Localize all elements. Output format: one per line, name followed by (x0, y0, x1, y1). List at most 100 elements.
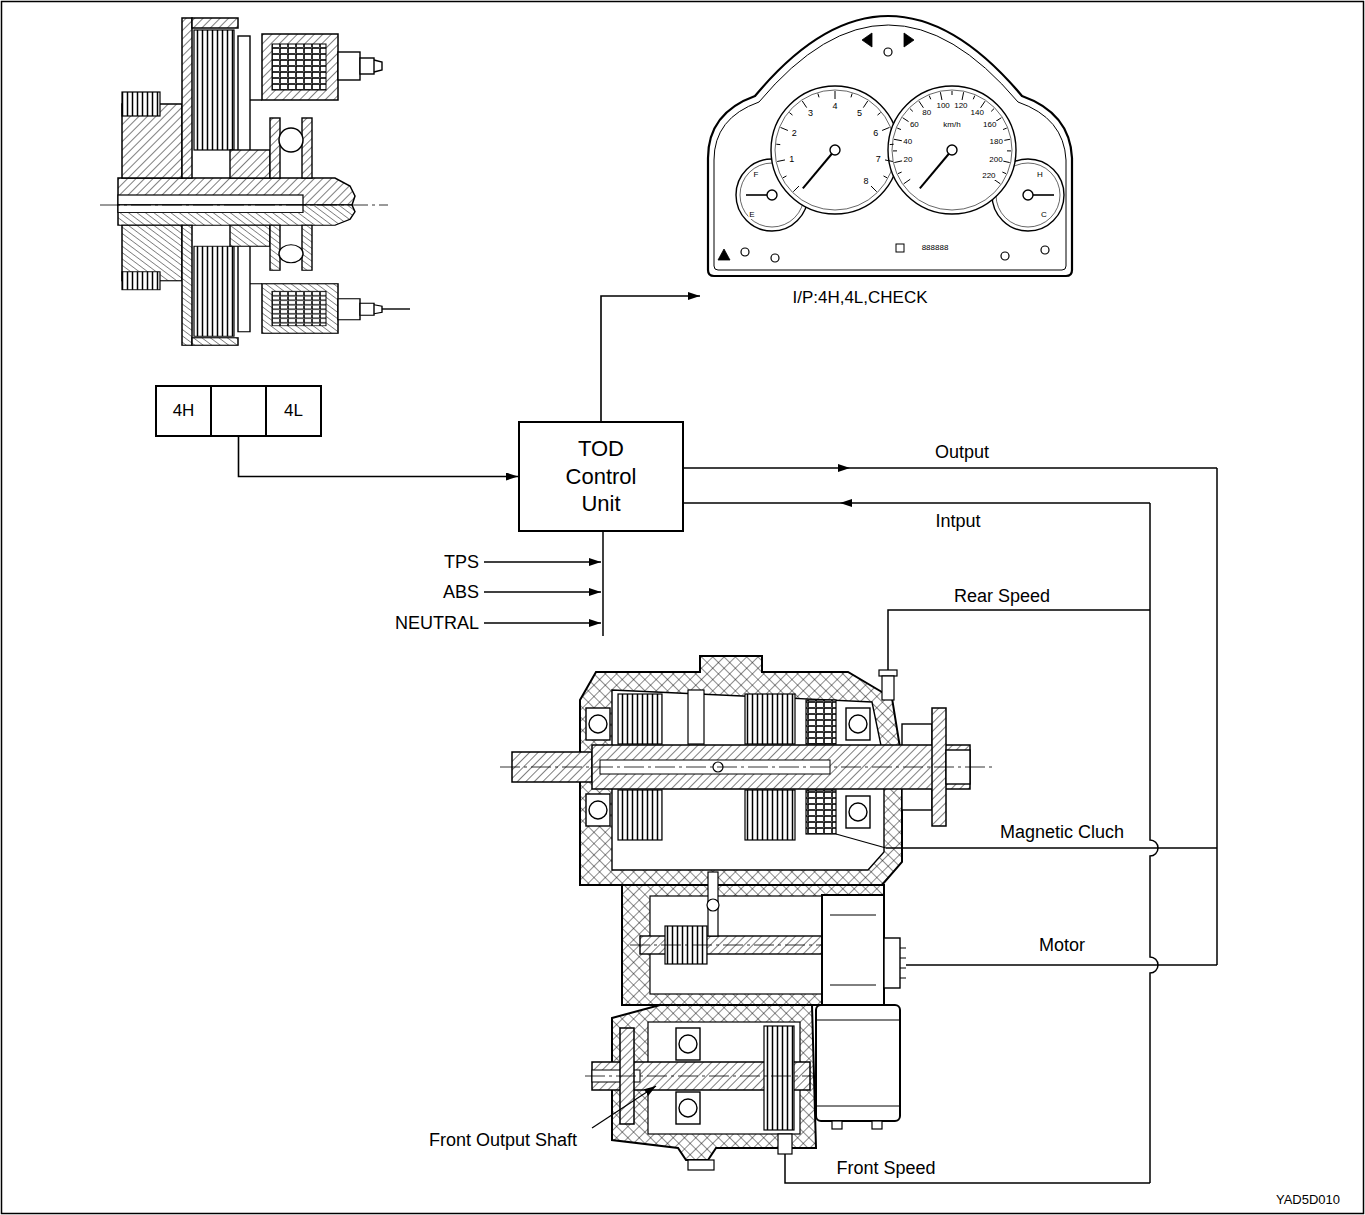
signal-name: Output (934, 443, 990, 461)
transfer-case (830, 985, 876, 986)
gauge-tick (793, 186, 799, 192)
gauge-dial (892, 90, 1012, 210)
gauge-number: 8 (863, 177, 870, 186)
gauge-number: 60 (909, 121, 920, 129)
transfer-case (846, 708, 870, 740)
transfer-case (832, 1121, 842, 1129)
transfer-case (586, 708, 610, 740)
gauge-tick (777, 160, 785, 162)
gauge-tick (898, 172, 902, 174)
signal-wire (906, 964, 1217, 966)
clutch-section (118, 205, 382, 345)
signal-name: ABS (442, 583, 480, 601)
gauge-tick (894, 161, 902, 163)
indicator-icon (862, 33, 872, 47)
gauge-number: 6 (872, 129, 879, 138)
gauge-tick (851, 94, 852, 98)
caption-line: I/P:4H,4L,CHECK (792, 288, 927, 308)
connector-arrow (239, 437, 519, 477)
transfer-case (816, 1106, 900, 1107)
transfer-case (688, 1160, 714, 1170)
gauge-tick (882, 127, 889, 130)
transfer-case (500, 656, 995, 1170)
indicator-icon (1001, 252, 1009, 260)
signal-wire (886, 847, 1217, 849)
switch-cell: 4H (157, 387, 210, 435)
instrument-cluster-outline (700, 8, 1080, 314)
signal-name: Rear Speed (953, 587, 1051, 605)
signal-wire (484, 468, 1217, 1183)
signal-wire (684, 502, 840, 504)
signal-wire (840, 502, 1150, 504)
gauge-mark: F (753, 171, 760, 179)
instrument-cluster: I/P:4H,4L,CHECK (700, 8, 1080, 314)
node-text: 4L (284, 401, 303, 421)
transfer-case (816, 1020, 900, 1021)
clutch-section (100, 205, 388, 206)
gauge-number: 100 (935, 102, 950, 110)
gauge-dial (888, 86, 1016, 214)
switch-cell: 4L (265, 387, 320, 435)
gauge-needle (920, 150, 952, 188)
transfer-case (745, 694, 795, 744)
transfer-case (708, 872, 718, 936)
signal-wire (1216, 468, 1218, 965)
gauge-tick (981, 101, 985, 108)
gauge-tick (780, 127, 787, 130)
transfer-case (585, 1076, 822, 1077)
transfer-case (884, 938, 900, 988)
gauge-hub (1023, 190, 1033, 200)
signal-wire (785, 1154, 1150, 1183)
signal-wire (484, 561, 601, 563)
caption-block: I/P:4H,4L,CHECK (792, 288, 927, 308)
mode-switch: 4H 4L (155, 385, 322, 437)
gauge-tick (884, 176, 888, 178)
leader-line (592, 1086, 656, 1128)
gauge-number: 120 (953, 102, 968, 110)
transfer-case (676, 1092, 700, 1124)
transfer-case (586, 794, 610, 826)
signal-name: TPS (443, 553, 480, 571)
indicator-icon (771, 254, 779, 262)
gauge-number: 200 (988, 156, 1003, 164)
transfer-case (618, 790, 662, 840)
transfer-case (836, 834, 886, 848)
gauge-dial (771, 86, 899, 214)
part-name: Front Output Shaft (428, 1131, 578, 1149)
transfer-case (688, 690, 704, 744)
gauge-dial (888, 86, 1016, 214)
gauge-tick (863, 101, 867, 108)
gauge-tick (818, 94, 819, 98)
gauge-tick (871, 186, 877, 192)
gauge-needle (803, 150, 835, 188)
gauge-tick (1007, 150, 1011, 151)
gauge-tick (835, 91, 836, 99)
transfer-case (745, 790, 795, 840)
signal-name: Front Speed (835, 1159, 936, 1177)
transfer-case (618, 694, 662, 744)
gauge-hub (830, 145, 840, 155)
signal-wire (850, 467, 1217, 469)
transfer-case (872, 1121, 882, 1129)
gauge-number: 4 (831, 102, 838, 111)
gauge-tick (776, 144, 780, 145)
gauge-number: 1 (788, 154, 795, 163)
gauge-mark: C (1040, 211, 1048, 219)
unit-label: km/h (942, 121, 961, 129)
signal-wire (602, 532, 604, 636)
transfer-case (500, 767, 995, 768)
gauge-tick (885, 160, 893, 162)
gauge-tick (1002, 172, 1006, 174)
gauge-number: 3 (807, 109, 814, 118)
signal-wire (484, 591, 601, 593)
gauge-tick (940, 92, 942, 100)
control-unit-box: TOD Control Unit (518, 421, 684, 532)
gauge-number: 2 (791, 129, 798, 138)
gauge-number: 160 (982, 121, 997, 129)
clutch-section (382, 308, 410, 309)
instrument-cluster-outline (714, 25, 1066, 270)
transfer-case (778, 1134, 792, 1154)
